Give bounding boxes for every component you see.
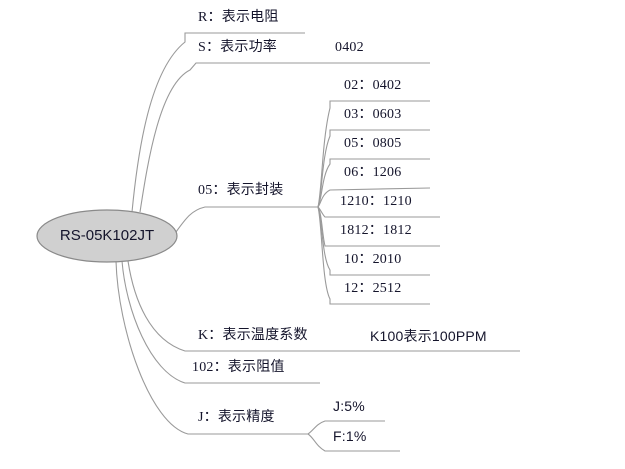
root-node-label: RS-05K102JT [59,227,155,244]
sub-label-pkg-10[interactable]: 10：2010 [344,252,402,267]
edge-root-to-s [139,62,320,213]
branch-label-r[interactable]: R：表示电阻 [198,10,279,25]
edge-pkg-to-12 [317,206,430,305]
edge-pkg-to-06 [317,187,431,208]
sub-label-pkg-1210[interactable]: 1210：1210 [340,194,412,209]
sub-label-pkg-03[interactable]: 03：0603 [344,107,402,122]
edge-pkg-to-05 [317,158,430,208]
edge-root-to-k [127,260,355,352]
sub-label-tol-f1[interactable]: F:1% [333,428,367,444]
sub-label-tol-j5[interactable]: J:5% [333,398,365,414]
branch-label-resistance[interactable]: 102：表示阻值 [192,360,285,375]
edge-root-to-res [121,260,320,384]
sub-label-power-0402[interactable]: 0402 [335,40,364,55]
sub-label-pkg-06[interactable]: 06：1206 [344,165,402,180]
sub-label-k100[interactable]: K100表示100PPM [370,328,487,344]
sub-label-pkg-05[interactable]: 05：0805 [344,136,402,151]
edge-j-to-j5 [307,420,385,435]
branch-label-temp-coeff[interactable]: K：表示温度系数 [198,328,308,343]
edge-root-to-j [115,260,308,435]
sub-label-pkg-12[interactable]: 12：2512 [344,281,402,296]
edge-root-to-pkg [175,206,318,233]
branch-label-s[interactable]: S：表示功率 [198,40,277,55]
edge-j-to-f1 [307,433,400,452]
branch-label-package[interactable]: 05：表示封装 [198,183,284,198]
branch-label-tolerance[interactable]: J：表示精度 [198,410,275,425]
edge-root-to-r [131,32,305,213]
root-node-ellipse[interactable] [36,209,178,263]
sub-label-pkg-1812[interactable]: 1812：1812 [340,223,412,238]
sub-label-pkg-02[interactable]: 02：0402 [344,78,402,93]
